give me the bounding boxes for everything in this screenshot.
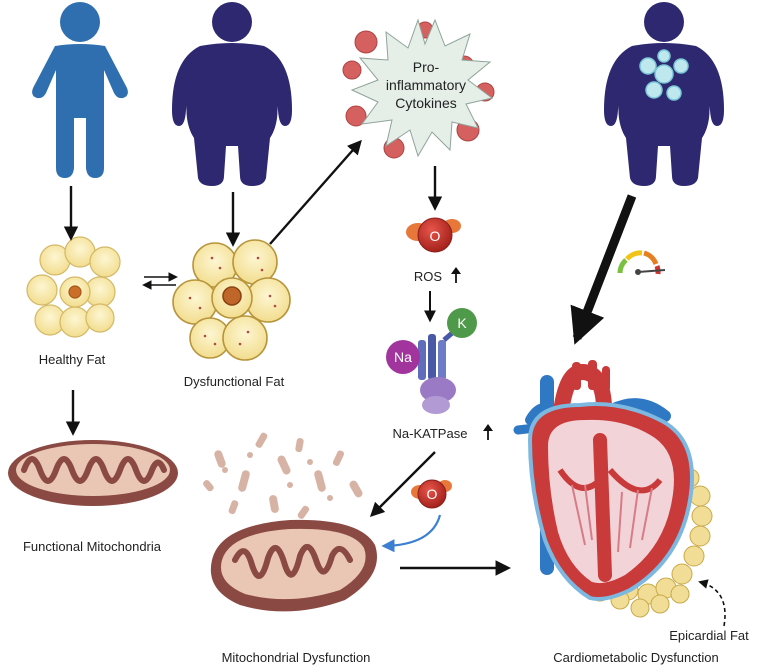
ros-attack-icon: O [411, 479, 452, 509]
svg-text:K: K [457, 315, 467, 331]
heart-icon [513, 360, 713, 618]
ros-increase-arrow-icon [451, 267, 461, 283]
sodium-ion-icon: Na [386, 340, 420, 374]
risk-gauge-icon [617, 250, 666, 275]
cytokines-label-line3: Cytokines [395, 95, 456, 111]
epicardial-fat-label: Epicardial Fat [669, 628, 749, 643]
mitochondria-debris [203, 432, 363, 519]
cytokines-label-line1: Pro- [413, 59, 440, 75]
cytokines-burst [342, 18, 495, 159]
healthy-fat-cells [26, 236, 121, 338]
arrow-pump-to-mitochondria-dysfunction [369, 451, 436, 518]
mitochondrial-dysfunction-label: Mitochondrial Dysfunction [222, 650, 371, 665]
na-katpase-label: Na-KATPase [393, 426, 468, 441]
ros-oxygen-symbol: O [430, 228, 441, 244]
dysfunctional-fat-label: Dysfunctional Fat [184, 374, 285, 389]
functional-mitochondria-label: Functional Mitochondria [23, 539, 162, 554]
arrow-obese-person-to-heart [570, 194, 637, 345]
mitochondria-dysfunction-icon [203, 432, 377, 612]
arrow-epicardial-fat-pointer [698, 579, 726, 627]
na-katpase-pump-icon [418, 326, 460, 414]
functional-mitochondria-icon [8, 440, 178, 506]
obese-person-epicardial-icon [604, 2, 724, 186]
healthy-person-icon [32, 2, 128, 178]
cytokines-label-line2: inflammatory [386, 77, 466, 93]
ros-to-mitochondria-blue-arrow [381, 514, 442, 553]
fat-deposit-icon [639, 49, 689, 101]
arrow-fat-to-cytokines [269, 139, 362, 245]
obese-person-icon [172, 2, 292, 186]
ros-attack-oxygen-symbol: O [427, 486, 438, 502]
dysfunctional-fat-cells [172, 239, 291, 361]
ros-label: ROS [414, 269, 443, 284]
cardiometabolic-dysfunction-label: Cardiometabolic Dysfunction [553, 650, 718, 665]
ros-icon: O [406, 217, 461, 253]
na-katpase-increase-arrow-icon [483, 424, 493, 440]
potassium-ion-icon: K [447, 308, 477, 338]
healthy-fat-label: Healthy Fat [39, 352, 106, 367]
svg-text:Na: Na [394, 349, 412, 365]
